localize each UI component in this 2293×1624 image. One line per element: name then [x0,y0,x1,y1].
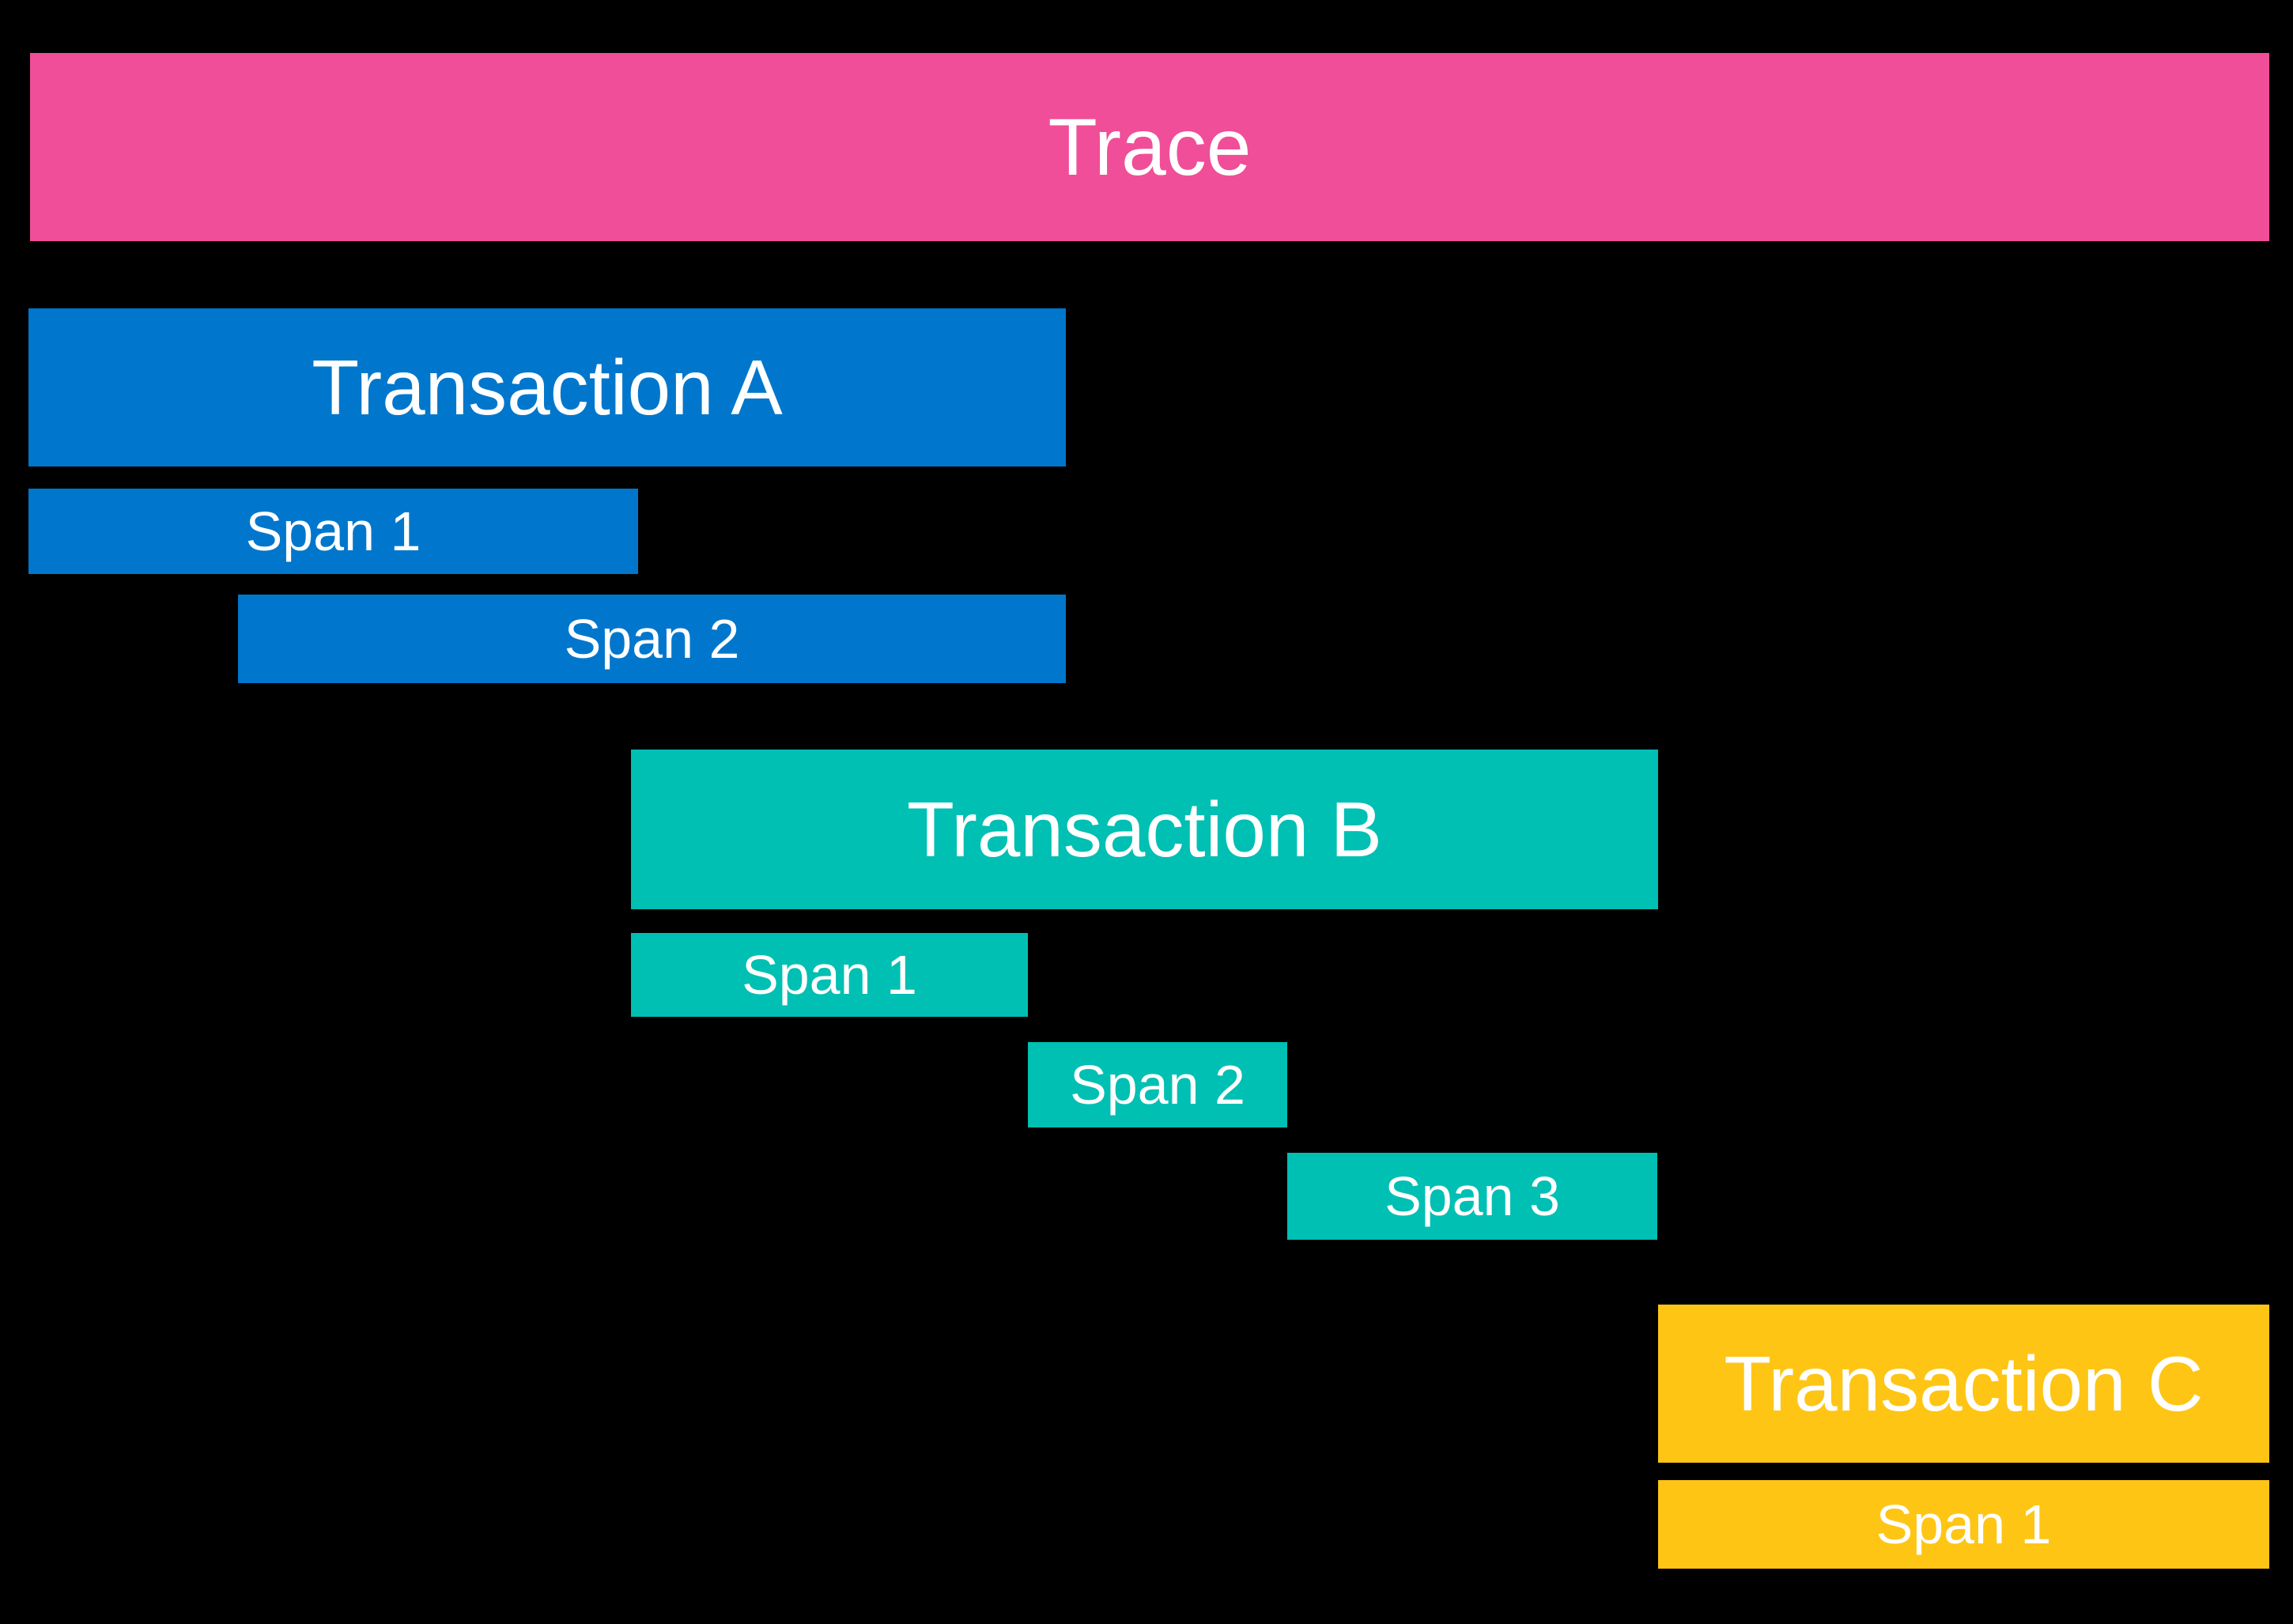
transaction-c-bar: Transaction C [1658,1305,2269,1463]
transaction-a-span-2-label: Span 2 [564,608,740,670]
transaction-b-span-3-bar: Span 3 [1287,1153,1657,1240]
transaction-a-label: Transaction A [312,344,783,431]
transaction-c-label: Transaction C [1724,1340,2204,1427]
trace-label: Trace [1048,102,1252,192]
transaction-b-bar: Transaction B [631,750,1658,909]
transaction-b-span-2-label: Span 2 [1070,1054,1245,1116]
transaction-b-span-3-label: Span 3 [1384,1165,1560,1227]
transaction-a-bar: Transaction A [28,308,1066,466]
transaction-b-label: Transaction B [907,786,1382,873]
transaction-c-span-1-label: Span 1 [1876,1494,2052,1555]
transaction-a-span-1-bar: Span 1 [28,489,638,574]
trace-bar: Trace [30,53,2269,241]
transaction-c-span-1-bar: Span 1 [1658,1480,2269,1569]
transaction-a-span-1-label: Span 1 [245,500,421,562]
transaction-b-span-1-label: Span 1 [742,944,917,1006]
transaction-b-span-2-bar: Span 2 [1028,1042,1287,1127]
transaction-a-span-2-bar: Span 2 [238,595,1066,683]
transaction-b-span-1-bar: Span 1 [631,933,1028,1017]
